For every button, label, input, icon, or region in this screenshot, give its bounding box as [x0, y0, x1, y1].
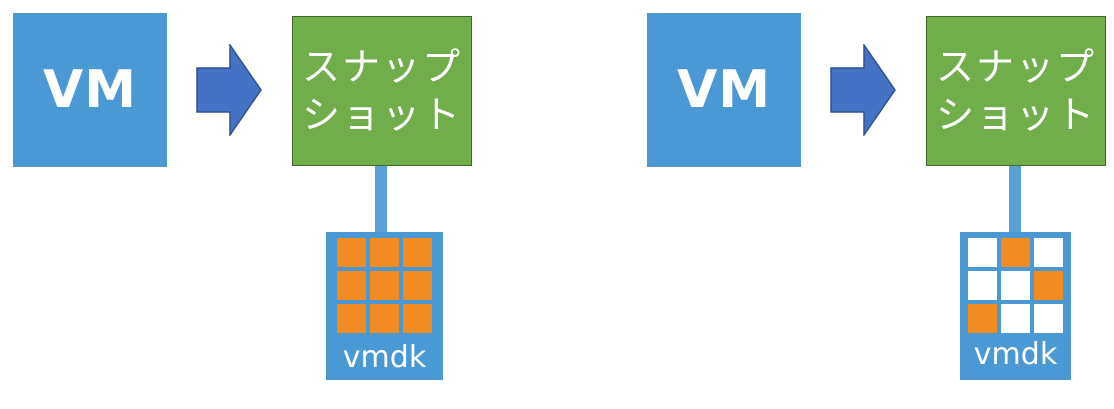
vm-label: VM	[677, 60, 771, 120]
block-empty	[968, 271, 997, 300]
block-empty	[1001, 304, 1030, 333]
block-empty	[1034, 238, 1063, 267]
snapshot-box: スナップ ショット	[926, 16, 1106, 166]
block-filled	[1034, 271, 1063, 300]
snapshot-connector	[375, 166, 387, 232]
vm-box: VM	[647, 13, 801, 167]
vm-label: VM	[43, 60, 137, 120]
vmdk-disk: vmdk	[326, 232, 443, 380]
block-filled	[968, 304, 997, 333]
block-grid	[337, 238, 432, 333]
block-filled	[337, 271, 366, 300]
block-empty	[1034, 304, 1063, 333]
snapshot-label-line-2: ショット	[301, 93, 462, 137]
snapshot-box: スナップ ショット	[292, 16, 472, 166]
vmdk-label: vmdk	[973, 337, 1058, 372]
block-filled	[370, 304, 399, 333]
block-filled	[337, 304, 366, 333]
vm-box: VM	[13, 13, 167, 167]
block-filled	[403, 304, 432, 333]
block-empty	[1001, 271, 1030, 300]
right-arrow-icon	[196, 44, 262, 136]
snapshot-label-line-2: ショット	[935, 93, 1096, 137]
block-empty	[968, 238, 997, 267]
block-filled	[337, 238, 366, 267]
snapshot-connector	[1009, 166, 1021, 232]
snapshot-label-line-1: スナップ	[935, 45, 1096, 89]
block-filled	[1001, 238, 1030, 267]
block-grid	[968, 238, 1063, 333]
block-filled	[370, 238, 399, 267]
block-filled	[403, 238, 432, 267]
snapshot-label-line-1: スナップ	[301, 45, 462, 89]
right-arrow-icon	[830, 44, 896, 136]
block-filled	[370, 271, 399, 300]
vmdk-label: vmdk	[342, 340, 427, 375]
vmdk-disk: vmdk	[960, 232, 1071, 380]
block-filled	[403, 271, 432, 300]
